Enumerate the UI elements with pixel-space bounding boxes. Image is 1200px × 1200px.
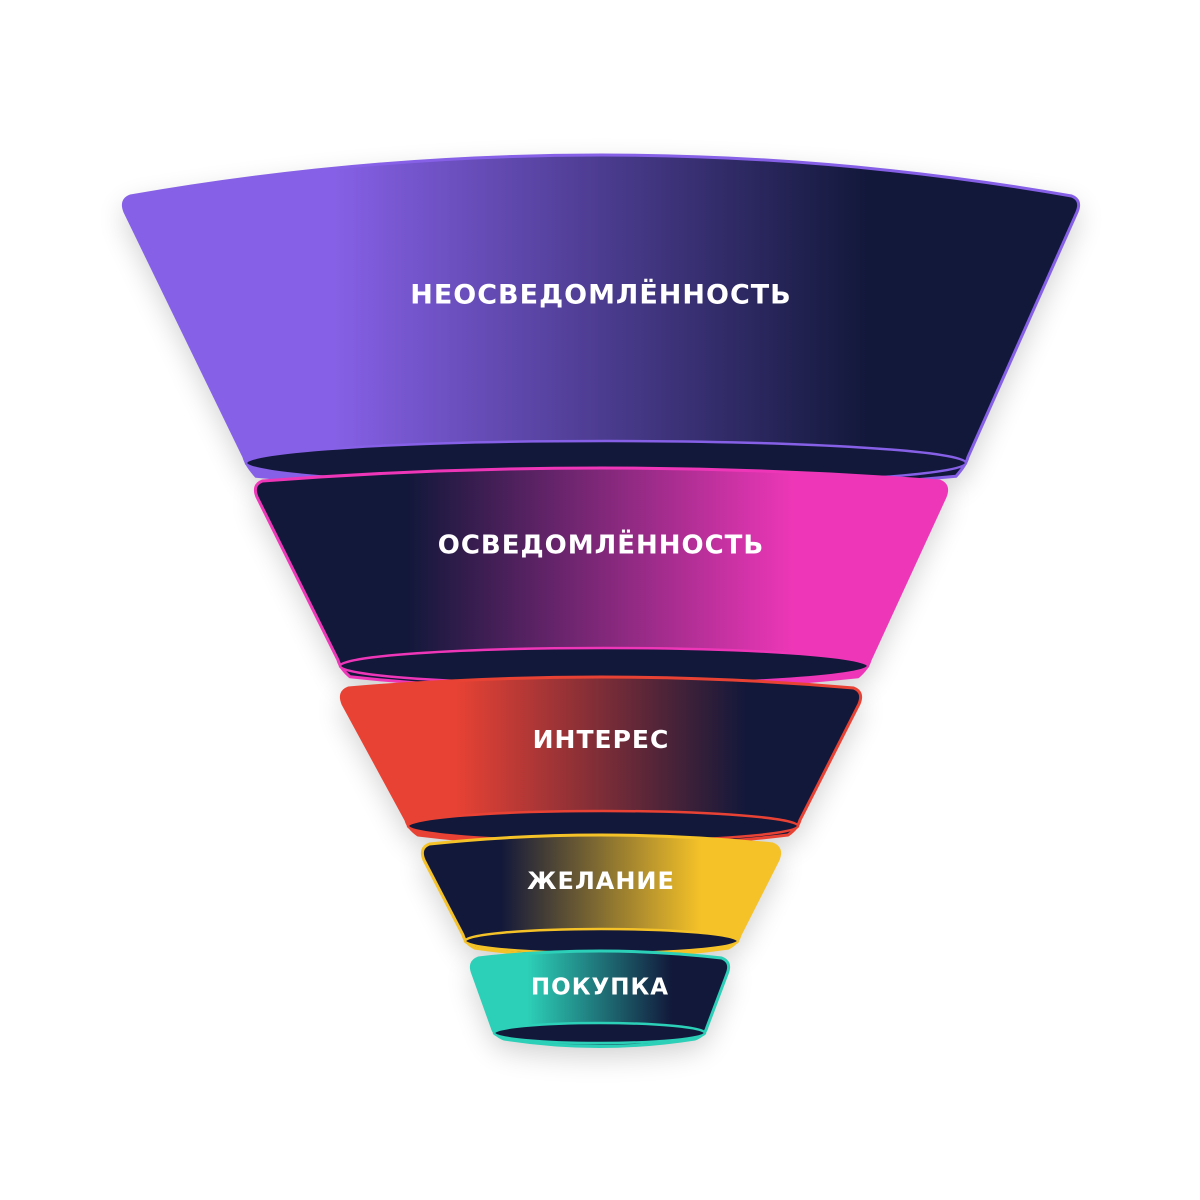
funnel-stage-3: ИНТЕРЕС	[339, 675, 863, 848]
stage-opening	[463, 927, 740, 955]
stage-opening	[492, 1021, 707, 1045]
funnel-stage-1: НЕОСВЕДОМЛЁННОСТЬ	[121, 153, 1081, 495]
stage-label: ИНТЕРЕС	[533, 725, 670, 754]
stage-label: НЕОСВЕДОМЛЁННОСТЬ	[410, 279, 792, 311]
funnel-stage-2: ОСВЕДОМЛЁННОСТЬ	[253, 466, 949, 692]
stage-label: ОСВЕДОМЛЁННОСТЬ	[438, 529, 765, 561]
stage-band	[121, 153, 1081, 495]
funnel-stage-5: ПОКУПКА	[469, 949, 731, 1048]
stage-band	[420, 833, 782, 959]
funnel-stage-4: ЖЕЛАНИЕ	[420, 833, 782, 959]
stage-label: ЖЕЛАНИЕ	[527, 867, 675, 895]
stage-band	[469, 949, 731, 1048]
funnel-stages: НЕОСВЕДОМЛЁННОСТЬ ОСВЕДОМЛЁННОСТЬ ИНТЕРЕС Ж…	[121, 153, 1081, 1048]
stage-label: ПОКУПКА	[531, 975, 669, 1001]
